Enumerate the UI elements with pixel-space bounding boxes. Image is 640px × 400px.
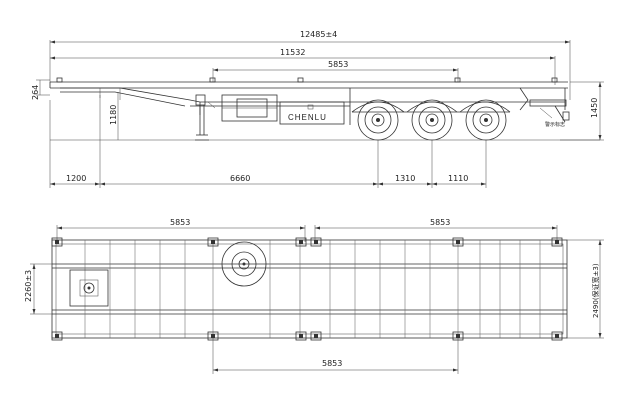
twistlocks-top xyxy=(51,237,563,247)
dim-front-height: 264 xyxy=(31,85,40,100)
dim-length-2: 11532 xyxy=(280,48,305,57)
rear-note: 警示标志 xyxy=(545,121,565,128)
dim-span-left: 5853 xyxy=(170,218,190,227)
dim-front-overhang: 1200 xyxy=(66,174,86,183)
spare-tire xyxy=(221,241,267,287)
dim-overall-length: 12485±4 xyxy=(300,30,337,39)
dim-inner-width: 2260±3 xyxy=(24,270,33,302)
dim-span-bottom: 5853 xyxy=(322,359,342,368)
brand-plate xyxy=(279,101,345,125)
dim-rear-height: 1450 xyxy=(590,98,599,118)
twistlocks-bottom xyxy=(51,331,563,341)
deck-outline xyxy=(51,239,568,339)
dim-span-right: 5853 xyxy=(430,218,450,227)
dim-outer-width: 2490(保证宽±3) xyxy=(591,263,600,318)
wheel-2 xyxy=(411,99,453,141)
side-view: 12485±4 11532 5853 264 xyxy=(31,30,604,188)
dim-leg-height: 1180 xyxy=(109,105,118,125)
wheel-3 xyxy=(465,99,507,141)
top-view: 5853 5853 xyxy=(24,218,604,374)
kingpin xyxy=(83,282,95,294)
brand-label: CHENLU xyxy=(288,113,327,122)
cross-members xyxy=(84,240,541,338)
dim-wheelbase: 6660 xyxy=(230,174,250,183)
wheel-1 xyxy=(357,99,399,141)
dim-axle-spacing-1: 1310 xyxy=(395,174,415,183)
dim-axle-spacing-2: 1110 xyxy=(448,174,468,183)
kingpin-plate xyxy=(69,269,109,307)
dim-container-span: 5853 xyxy=(328,60,348,69)
